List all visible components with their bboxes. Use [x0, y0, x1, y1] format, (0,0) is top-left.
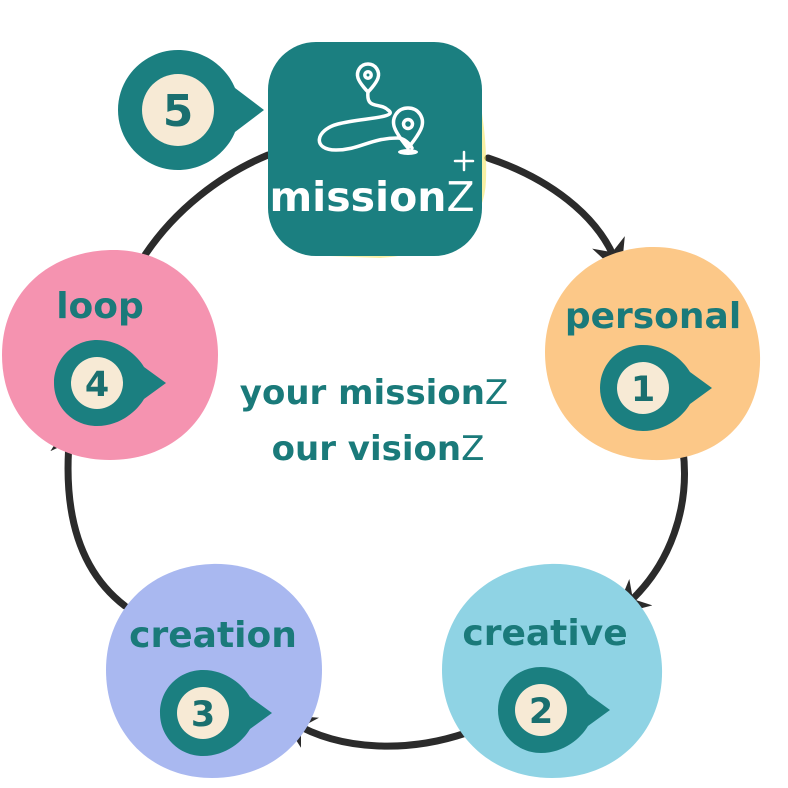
step-creation-label: creation — [129, 615, 297, 656]
center-slogan: your missionZ our visionZ — [240, 373, 508, 469]
logo-name-main: mission — [269, 173, 446, 221]
step-2-number: 2 — [529, 692, 553, 732]
step-loop-label: loop — [56, 286, 144, 327]
step-5-number: 5 — [163, 86, 194, 137]
step-creation: creation 3 — [106, 563, 322, 778]
step-2-number-circle — [515, 684, 567, 736]
step-4-number: 4 — [85, 365, 109, 405]
slogan-line1-suffix: Z — [485, 373, 508, 413]
step-1-number-circle — [617, 362, 669, 414]
step-5-number-circle — [142, 74, 214, 146]
step-3-number: 3 — [191, 695, 215, 735]
arrow-loop-to-logo — [141, 151, 272, 259]
step-5-badge: 5 — [118, 50, 264, 170]
arrow-logo-to-personal — [484, 154, 625, 276]
step-creative: creative 2 — [442, 563, 663, 778]
arrow-personal-to-creative — [614, 446, 688, 616]
logo-tile — [268, 42, 482, 256]
step-personal-label: personal — [565, 296, 741, 337]
step-loop: loop 4 — [2, 249, 218, 460]
map-route-pins-icon — [317, 62, 475, 172]
slogan-line2-suffix: Z — [461, 429, 484, 469]
svg-text:our visionZ: our visionZ — [272, 429, 485, 469]
step-4-number-circle — [71, 357, 123, 409]
logo-name-suffix: Z — [446, 173, 474, 221]
svg-text:missionZ: missionZ — [269, 173, 474, 221]
slogan-line2-main: our vision — [272, 429, 461, 469]
step-3-number-circle — [177, 687, 229, 739]
step-1-number: 1 — [631, 370, 655, 410]
step-personal: personal 1 — [545, 246, 761, 461]
arrow-creation-to-loop — [50, 418, 129, 610]
cycle-arrows — [50, 151, 688, 750]
missionz-logo: missionZ — [268, 42, 487, 258]
step-creation-blob — [106, 563, 322, 778]
arrow-creative-to-creation — [279, 714, 470, 750]
slogan-line1-main: your mission — [240, 373, 485, 413]
svg-text:your missionZ: your missionZ — [240, 373, 508, 413]
step-creative-label: creative — [462, 613, 627, 654]
